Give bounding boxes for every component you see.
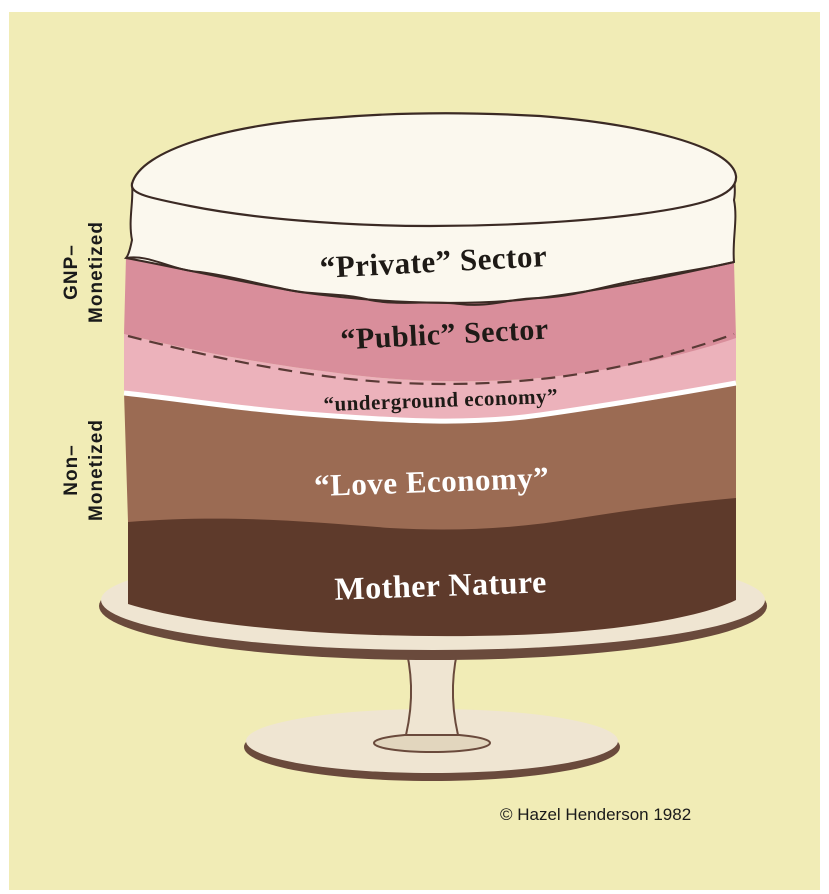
side-label-non-line2: Monetized	[86, 419, 107, 521]
side-label-non-line1: Non–	[61, 444, 82, 496]
label-love-economy: “Love Economy”	[314, 460, 550, 503]
side-label-gnp-line1: GNP–	[61, 244, 82, 300]
icing-top	[130, 112, 738, 228]
label-mother-nature: Mother Nature	[334, 563, 548, 606]
layer-public-sector	[124, 256, 736, 382]
stand-base-foot	[373, 733, 491, 753]
layer-love-economy	[124, 382, 736, 530]
layer-mother-nature	[128, 496, 736, 637]
underground-love-divider	[123, 380, 737, 424]
public-underground-dashed-line	[127, 332, 735, 386]
side-label-non-monetized: Non– Monetized	[61, 419, 107, 521]
icing-bottom-edge	[125, 256, 735, 306]
side-label-gnp-line2: Monetized	[86, 221, 107, 323]
copyright-text: © Hazel Henderson 1982	[500, 805, 691, 824]
layer-underground-economy	[124, 334, 736, 423]
side-label-gnp-monetized: GNP– Monetized	[61, 221, 107, 323]
stand-stem	[402, 639, 462, 736]
